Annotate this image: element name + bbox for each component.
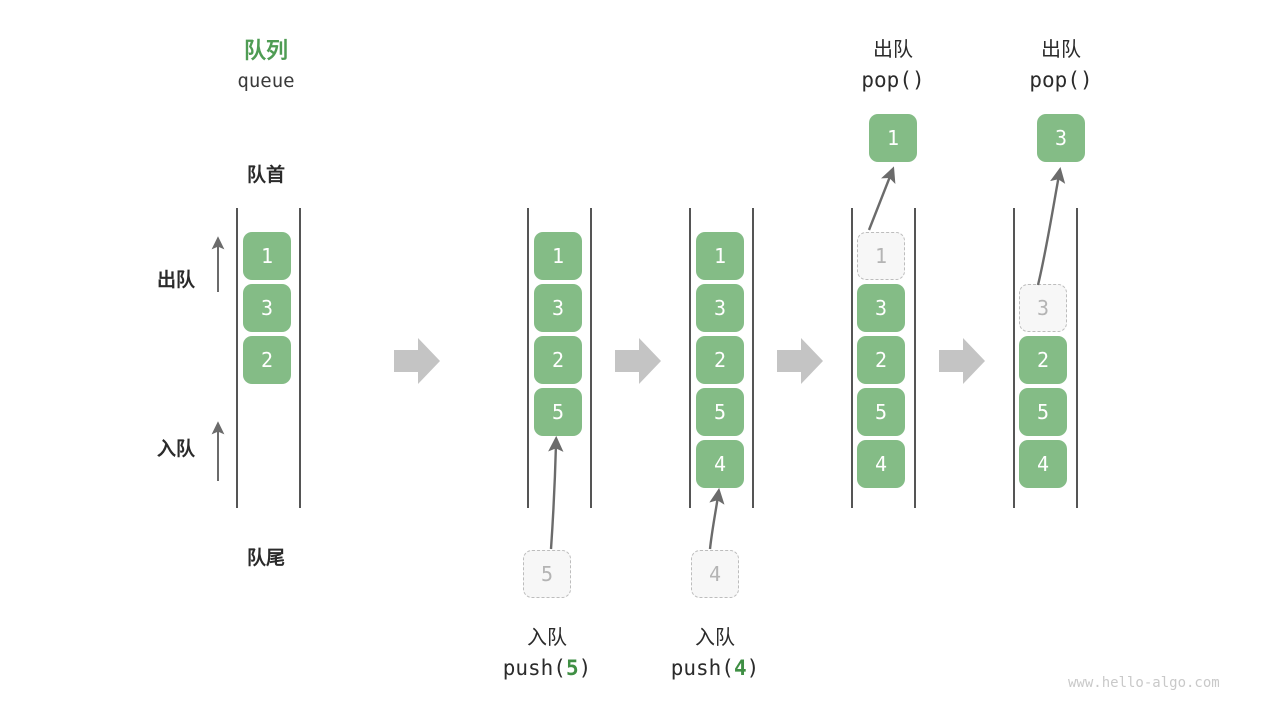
queue-element: 3: [696, 284, 744, 332]
incoming-element-ghost: 5: [523, 550, 571, 598]
queue-title-en: queue: [237, 70, 295, 92]
enqueue-direction-label: 入队: [156, 438, 195, 460]
queue-element: 5: [696, 388, 744, 436]
flow-arrow-4: [939, 338, 985, 384]
queue-element: 1: [696, 232, 744, 280]
queue-rail-left-4: [851, 208, 853, 508]
flow-arrow-1: [394, 338, 440, 384]
push-code-prefix: push(: [670, 656, 734, 680]
flow-arrow-3: [777, 338, 823, 384]
push-code-arg: 4: [733, 656, 747, 680]
push-code-suffix: ): [746, 656, 760, 680]
outgoing-element-ghost: 3: [1019, 284, 1067, 332]
pop-caption-cn: 出队: [1041, 37, 1081, 61]
front-label: 队首: [246, 164, 285, 186]
queue-element: 2: [1019, 336, 1067, 384]
push-caption-code: push(4): [655, 656, 775, 680]
queue-rail-left-1: [236, 208, 238, 508]
queue-rail-left-5: [1013, 208, 1015, 508]
queue-element: 3: [243, 284, 291, 332]
queue-element: 4: [696, 440, 744, 488]
rear-label: 队尾: [246, 547, 285, 569]
pop-caption-cn: 出队: [873, 37, 913, 61]
queue-element: 3: [857, 284, 905, 332]
queue-element: 2: [243, 336, 291, 384]
queue-rail-right-1: [299, 208, 301, 508]
dequeue-direction-label: 出队: [156, 269, 195, 291]
push-code-suffix: ): [578, 656, 592, 680]
popped-element: 3: [1037, 114, 1085, 162]
queue-element: 2: [534, 336, 582, 384]
pop-caption-code: pop(): [861, 68, 925, 92]
queue-element: 2: [857, 336, 905, 384]
queue-element: 1: [534, 232, 582, 280]
push-caption-cn: 入队: [695, 625, 735, 649]
push-code-prefix: push(: [502, 656, 566, 680]
pop-arrow-1: [867, 166, 896, 231]
outgoing-element-ghost: 1: [857, 232, 905, 280]
push-caption-cn: 入队: [527, 625, 567, 649]
queue-element: 2: [696, 336, 744, 384]
queue-rail-right-3: [752, 208, 754, 508]
push-arrow-5: [548, 435, 564, 550]
popped-element: 1: [869, 114, 917, 162]
push-code-arg: 5: [565, 656, 579, 680]
flow-arrow-2: [615, 338, 661, 384]
pop-arrow-3: [1036, 166, 1066, 286]
queue-element: 5: [1019, 388, 1067, 436]
queue-element: 3: [534, 284, 582, 332]
queue-title-cn: 队列: [243, 39, 288, 64]
queue-element: 1: [243, 232, 291, 280]
queue-rail-left-3: [689, 208, 691, 508]
queue-element: 4: [857, 440, 905, 488]
queue-rail-right-5: [1076, 208, 1078, 508]
watermark: www.hello-algo.com: [1068, 675, 1220, 691]
pop-caption-code: pop(): [1029, 68, 1093, 92]
push-caption-code: push(5): [487, 656, 607, 680]
queue-element: 5: [534, 388, 582, 436]
queue-rail-left-2: [527, 208, 529, 508]
incoming-element-ghost: 4: [691, 550, 739, 598]
queue-rail-right-4: [914, 208, 916, 508]
queue-element: 5: [857, 388, 905, 436]
push-arrow-4: [708, 487, 725, 550]
queue-element: 4: [1019, 440, 1067, 488]
queue-rail-right-2: [590, 208, 592, 508]
